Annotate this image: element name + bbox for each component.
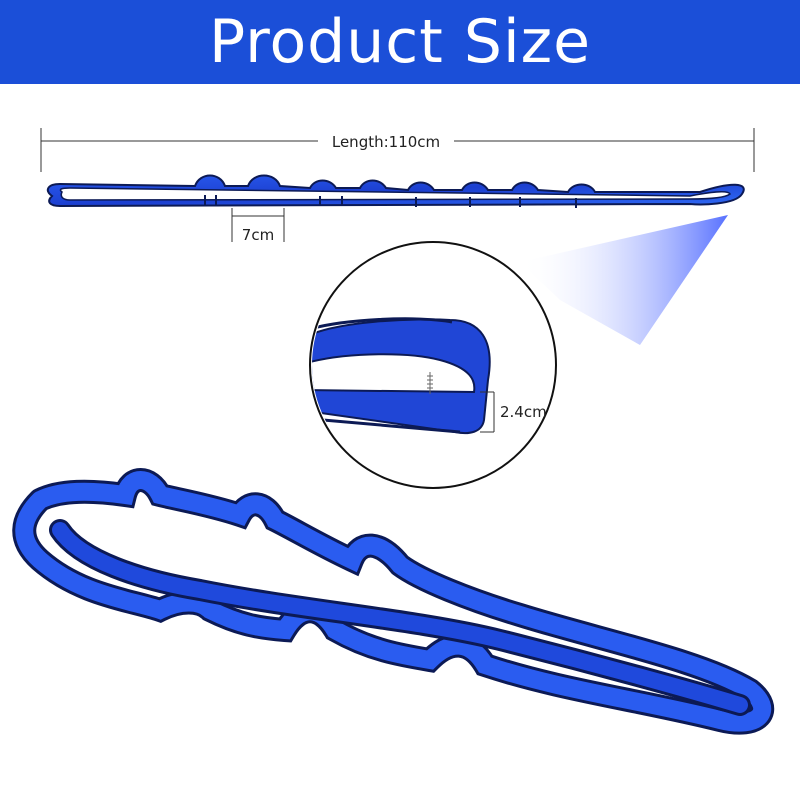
loop-label: 7cm (242, 226, 274, 244)
title-banner: Product Size (0, 0, 800, 84)
loop-dimension: 7cm (231, 208, 285, 244)
zoom-beam (520, 215, 728, 345)
length-dimension: Length:110cm (40, 128, 755, 172)
page-title: Product Size (208, 7, 592, 77)
length-label: Length:110cm (332, 133, 440, 151)
magnifier-detail: 2.4cm (309, 241, 557, 489)
strap-top-view (46, 174, 745, 208)
width-label: 2.4cm (500, 403, 547, 421)
strap-perspective-view (12, 468, 775, 735)
